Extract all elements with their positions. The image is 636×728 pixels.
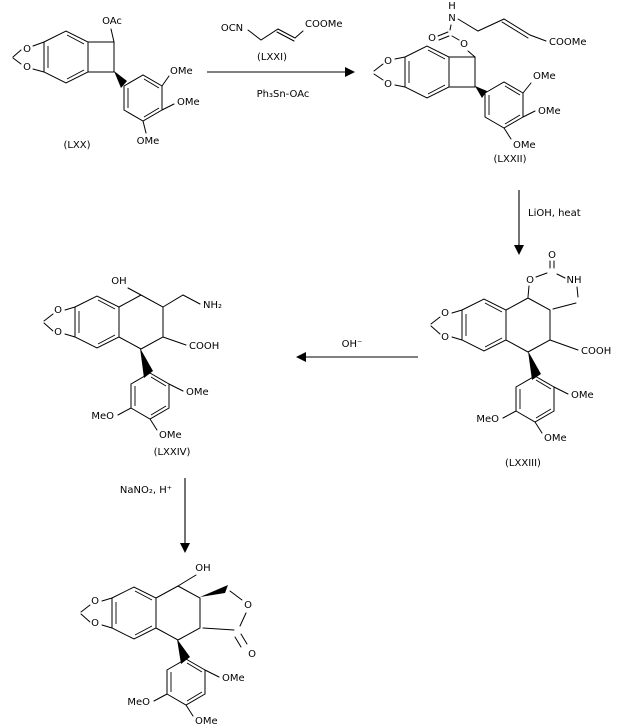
- ring-o: O: [526, 275, 534, 286]
- cooh-label: COOH: [189, 341, 219, 352]
- ome-label: OMe: [222, 673, 245, 684]
- ocn-label: OCN: [221, 23, 243, 34]
- structure-lxxi: OCN COOMe (LXXI): [219, 18, 344, 65]
- ome-label: OMe: [177, 97, 200, 108]
- lxxiii-aromatic-bonds: [465, 302, 552, 419]
- coome-label: COOMe: [549, 37, 587, 48]
- structure-caption-lxxiii: (LXXIII): [505, 458, 541, 469]
- n-label: N: [448, 13, 455, 24]
- dioxole-o2: O: [54, 327, 62, 338]
- lxxii-aryl-wedge: [475, 86, 487, 98]
- lxx-aromatic-bonds: [47, 34, 160, 118]
- oac-label: OAc: [102, 16, 122, 27]
- ome-label: OMe: [170, 66, 193, 77]
- dioxole-o1: O: [23, 44, 31, 55]
- oh-label: OH: [111, 276, 126, 287]
- nh-h-label: H: [448, 1, 456, 12]
- lxxiv-aryl-wedge: [140, 348, 153, 378]
- nh-label: NH: [567, 275, 582, 286]
- ome-label: MeO: [476, 414, 499, 425]
- lxxiii-bonds: [430, 260, 579, 434]
- arrow-head: [345, 67, 355, 77]
- dioxole-o1: O: [441, 308, 449, 319]
- carbonyl-o: O: [428, 33, 436, 44]
- final-aromatic-bonds: [115, 590, 203, 702]
- structure-caption-lxxii: (LXXII): [494, 154, 527, 165]
- reagent-step1: Ph₃Sn-OAc: [257, 89, 310, 100]
- ome-label: OMe: [571, 390, 594, 401]
- lxxii-bonds: [373, 18, 547, 140]
- dioxole-o1: O: [54, 305, 62, 316]
- ome-label: MeO: [127, 697, 150, 708]
- dioxole-o2: O: [91, 618, 99, 629]
- lactone-o: O: [244, 600, 252, 611]
- ome-label: OMe: [137, 136, 160, 147]
- ome-label: OMe: [195, 716, 218, 727]
- reagent-step3: OH⁻: [342, 339, 363, 350]
- final-lactone-wedge: [200, 585, 228, 597]
- coome-label: COOMe: [305, 19, 343, 30]
- dioxole-o2: O: [384, 79, 392, 90]
- ome-label: OMe: [533, 71, 556, 82]
- oh-label: OH: [195, 563, 210, 574]
- reaction-arrow-step3: OH⁻: [296, 338, 418, 362]
- ome-label: OMe: [538, 106, 561, 117]
- lxxii-aromatic-bonds: [408, 49, 521, 125]
- arrow-head: [514, 245, 524, 255]
- dioxole-o1: O: [384, 56, 392, 67]
- structure-caption-lxxiv: (LXXIV): [154, 447, 191, 458]
- final-aryl-wedge: [177, 639, 190, 664]
- ome-label: OMe: [544, 433, 567, 444]
- ome-label: MeO: [91, 411, 114, 422]
- arrow-head: [180, 543, 190, 553]
- ome-label: OMe: [159, 430, 182, 441]
- ome-label: OMe: [186, 387, 209, 398]
- lxxi-bonds: [247, 28, 304, 42]
- lxxiv-aromatic-bonds: [78, 299, 167, 416]
- arrow-head: [296, 352, 306, 362]
- cooh-label: COOH: [581, 346, 611, 357]
- dioxole-o2: O: [23, 62, 31, 73]
- ester-o: O: [460, 39, 468, 50]
- lxxiv-bonds: [43, 287, 201, 431]
- final-bonds: [80, 574, 248, 717]
- lxx-bonds: [12, 28, 175, 134]
- dioxole-o2: O: [441, 332, 449, 343]
- dioxole-o1: O: [91, 596, 99, 607]
- lxx-aryl-wedge: [114, 71, 127, 88]
- carbonyl-o: O: [248, 649, 256, 660]
- reaction-arrow-step2: LiOH, heat: [514, 190, 582, 255]
- lxxiii-aryl-wedge: [528, 351, 541, 380]
- reaction-arrow-step4: NaNO₂, H⁺: [118, 478, 190, 553]
- reagent-step4: NaNO₂, H⁺: [120, 485, 172, 496]
- carbonyl-o: O: [548, 250, 556, 261]
- nh2-label: NH₂: [203, 300, 222, 311]
- reagent-step2: LiOH, heat: [528, 208, 581, 219]
- reaction-arrow-step1: Ph₃Sn-OAc: [207, 67, 355, 102]
- ome-label: OMe: [513, 140, 536, 151]
- structure-caption-lxxi: (LXXI): [257, 52, 287, 63]
- structure-caption-lxx: (LXX): [63, 140, 90, 151]
